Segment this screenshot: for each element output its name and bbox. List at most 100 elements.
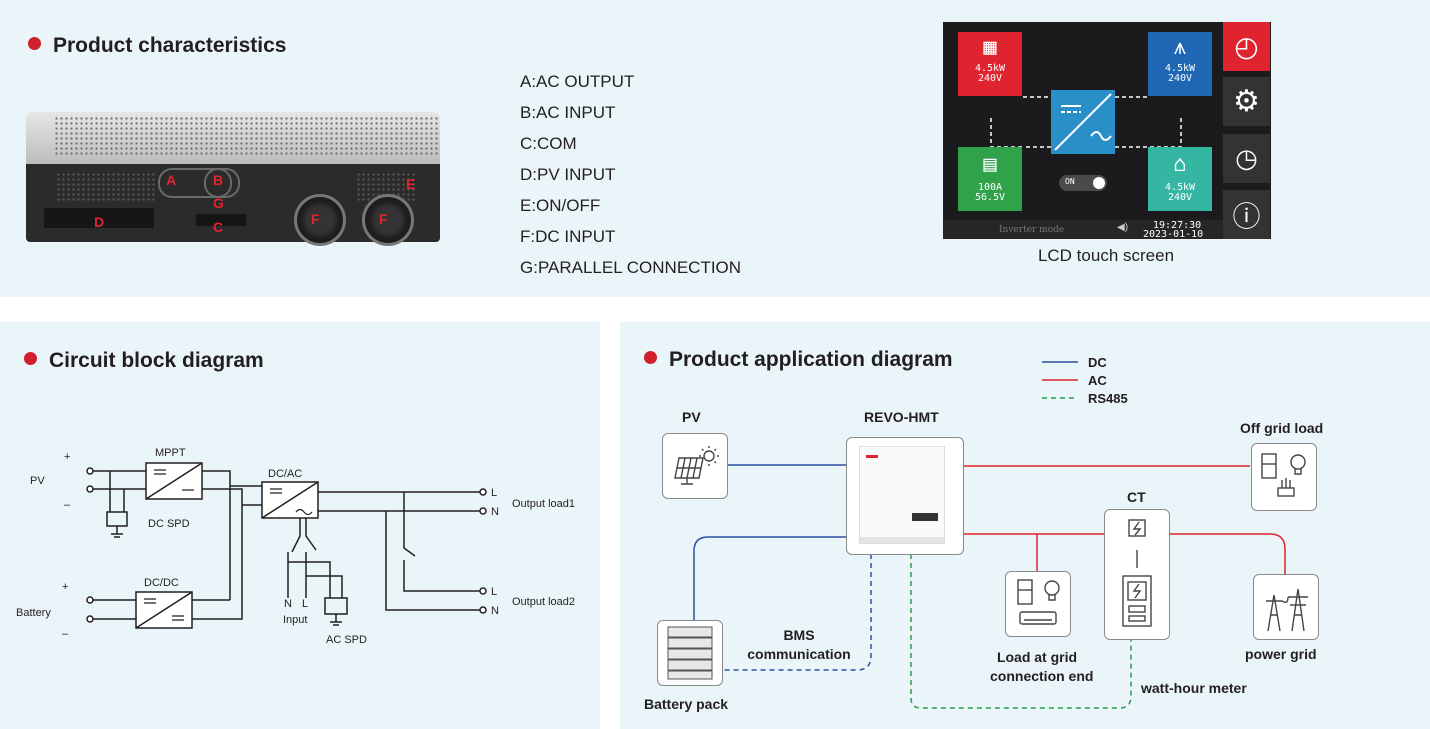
input-n-label: N — [284, 598, 292, 610]
port-letter-c: C — [213, 219, 224, 235]
appliances-icon — [1017, 579, 1060, 625]
dc-spd-label: DC SPD — [148, 518, 190, 530]
ports-legend-item: C:COM — [520, 134, 577, 153]
lcd-touch-screen: ▦ 4.5kW 240V ⩚ 4.5kW 240V ▤ 100A 56.5V ⌂… — [943, 22, 1271, 240]
dcdc-label: DC/DC — [144, 577, 179, 589]
battery-stack-icon — [667, 626, 713, 680]
pv-minus-sign: – — [64, 499, 71, 511]
house-icon: ⌂ — [1173, 152, 1187, 177]
lcd-on-toggle[interactable]: ON — [1065, 177, 1075, 186]
lcd-load-tile[interactable]: ⌂ 4.5kW 240V — [1148, 147, 1212, 211]
gear-icon: ⚙ — [1233, 85, 1260, 118]
dashboard-gauge-button[interactable]: ◴ — [1223, 22, 1270, 71]
output-load1-label: Output load1 — [512, 498, 575, 510]
grid-load-caption: Load at grid connection end — [990, 649, 1094, 684]
l-label: L — [491, 586, 497, 598]
application-diagram-panel — [620, 322, 1430, 729]
info-button[interactable]: ⓘ — [1223, 190, 1270, 239]
power-grid-caption: power grid — [1245, 646, 1317, 662]
battery-plus-sign: + — [62, 581, 68, 593]
battery-label: Battery — [16, 607, 51, 619]
solar-panel-icon: ▦ — [983, 35, 997, 60]
grid-load-box — [1005, 571, 1071, 637]
off-grid-load-box — [1251, 443, 1317, 511]
dc-input-port — [294, 194, 346, 246]
ports-legend-item: B:AC INPUT — [520, 103, 616, 122]
power-tower-icon — [1266, 588, 1308, 632]
circuit-heading: Circuit block diagram — [24, 349, 264, 373]
ports-legend-item: D:PV INPUT — [520, 165, 616, 184]
dc-input-port — [362, 194, 414, 246]
input-l-label: L — [302, 598, 308, 610]
lcd-pv-tile[interactable]: ▦ 4.5kW 240V — [958, 32, 1022, 96]
speaker-icon[interactable]: ◀) — [1117, 222, 1129, 233]
battery-icon: ▤ — [983, 152, 997, 177]
ports-legend: A:AC OUTPUT B:AC INPUT C:COM D:PV INPUT … — [520, 66, 741, 283]
mppt-label: MPPT — [155, 447, 186, 459]
legend-rs485: RS485 — [1088, 391, 1128, 406]
port-letter-f: F — [379, 211, 388, 227]
battery-pack-box — [657, 620, 723, 686]
n-label: N — [491, 605, 499, 617]
settings-button[interactable]: ⚙ — [1223, 77, 1270, 126]
lcd-mode-text: Inverter mode — [999, 225, 1065, 235]
l-label: L — [491, 487, 497, 499]
pv-plus-sign: + — [64, 451, 70, 463]
bullet-dot — [28, 37, 41, 50]
lcd-grid-tile[interactable]: ⩚ 4.5kW 240V — [1148, 32, 1212, 96]
pv-label: PV — [30, 475, 45, 487]
legend-dc: DC — [1088, 355, 1107, 370]
watt-hour-meter-icon — [1122, 519, 1152, 627]
ac-spd-label: AC SPD — [326, 634, 367, 646]
power-tower-icon: ⩚ — [1173, 35, 1187, 60]
characteristics-heading: Product characteristics — [28, 34, 286, 58]
off-grid-load-caption: Off grid load — [1240, 420, 1324, 436]
port-letter-b: B — [213, 172, 224, 188]
bullet-dot — [644, 351, 657, 364]
lcd-date: 2023-01-10 — [1143, 229, 1204, 240]
inverter-device-image — [859, 446, 945, 544]
application-legend: DC AC RS485 — [1088, 354, 1128, 408]
power-grid-box — [1253, 574, 1319, 640]
ports-legend-item: E:ON/OFF — [520, 196, 601, 215]
bms-communication-caption: BMS communication — [747, 627, 851, 662]
history-button[interactable]: ◷ — [1223, 134, 1270, 183]
application-heading: Product application diagram — [644, 348, 953, 372]
solar-panel-icon — [674, 446, 719, 485]
inverter-caption: REVO-HMT — [864, 409, 939, 425]
lcd-battery-tile[interactable]: ▤ 100A 56.5V — [958, 147, 1022, 211]
meter-caption: watt-hour meter — [1141, 680, 1247, 696]
ct-meter-box — [1104, 509, 1170, 640]
port-letter-g: G — [213, 195, 224, 211]
output-load2-label: Output load2 — [512, 596, 575, 608]
lcd-time: 19:27:30 — [1153, 220, 1202, 231]
lcd-caption: LCD touch screen — [1037, 246, 1175, 265]
input-label: Input — [283, 614, 307, 626]
circuit-block-diagram: + PV – MPPT DC SPD DC/AC DC/DC + Battery… — [16, 447, 575, 646]
bullet-dot — [24, 352, 37, 365]
pv-caption: PV — [682, 409, 701, 425]
inverter-box — [846, 437, 964, 555]
ports-legend-item: G:PARALLEL CONNECTION — [520, 258, 742, 277]
port-letter-d: D — [94, 214, 105, 230]
legend-ac: AC — [1088, 373, 1107, 388]
ports-legend-item: A:AC OUTPUT — [520, 72, 635, 91]
info-icon: ⓘ — [1232, 200, 1261, 232]
inverter-port-panel — [26, 164, 440, 246]
dcac-label: DC/AC — [268, 468, 302, 480]
port-letter-f: F — [311, 211, 320, 227]
battery-pack-caption: Battery pack — [644, 696, 729, 712]
gauge-icon: ◴ — [1234, 31, 1259, 62]
n-label: N — [491, 506, 499, 518]
inverter-top-cover — [26, 112, 440, 164]
ports-legend-item: F:DC INPUT — [520, 227, 616, 246]
port-letter-a: A — [166, 172, 177, 188]
ct-caption: CT — [1127, 489, 1146, 505]
port-letter-e: E — [406, 176, 416, 192]
clipboard-clock-icon: ◷ — [1235, 143, 1258, 173]
appliances-icon — [1261, 453, 1306, 497]
pv-box — [662, 433, 728, 499]
battery-minus-sign: – — [62, 628, 69, 640]
inverter-photo: A B G C D E F F — [26, 112, 440, 246]
